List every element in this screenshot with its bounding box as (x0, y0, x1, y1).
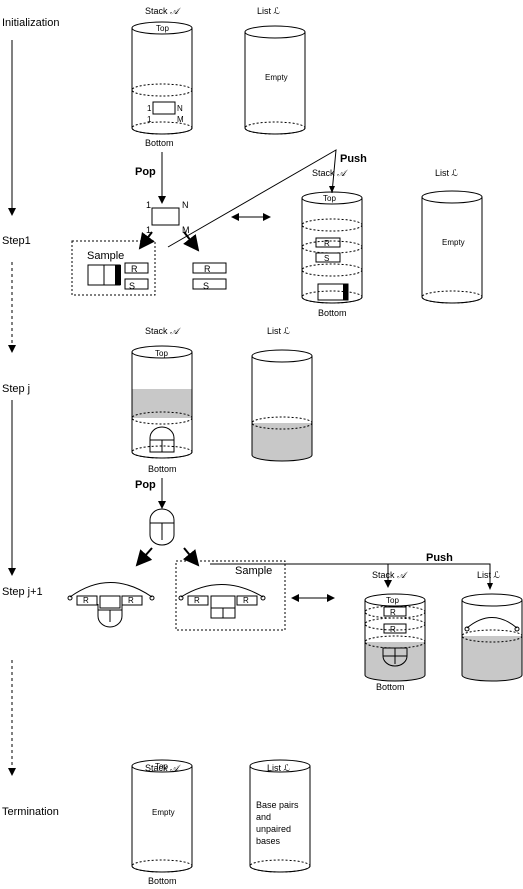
pop-label: Pop (135, 166, 156, 178)
stack-bottom-label: Bottom (145, 138, 174, 148)
stack-header: Stack 𝒜 (312, 168, 348, 178)
list-content-line: and (256, 812, 271, 822)
helix-element (178, 584, 266, 619)
s-label: S (324, 254, 329, 263)
list-empty-label: Empty (442, 238, 465, 247)
stack-cylinder (301, 191, 363, 304)
r-label: R (131, 264, 138, 274)
push-label: Push (340, 153, 367, 165)
r-label: R (390, 625, 396, 634)
stack-top-label: Top (155, 762, 168, 771)
step-label-step-j1: Step j+1 (2, 586, 43, 598)
list-content-line: unpaired (256, 824, 291, 834)
stack-cylinder (364, 593, 426, 682)
stack-top-label: Top (386, 596, 399, 605)
stack-empty-label: Empty (152, 808, 175, 817)
push-label: Push (426, 552, 453, 564)
list-content-line: bases (256, 836, 281, 846)
step-label-step-j: Step j (2, 383, 30, 395)
list-cylinder (421, 190, 483, 304)
stack-header: Stack 𝒜 (145, 326, 181, 336)
step-label-termination: Termination (2, 806, 59, 818)
interval-n-label: N (182, 200, 189, 210)
r-label: R (194, 596, 200, 605)
s-label: S (203, 281, 209, 291)
r-label: R (83, 596, 89, 605)
stack-top-label: Top (323, 194, 336, 203)
pop-label: Pop (135, 479, 156, 491)
list-cylinder (461, 593, 523, 682)
stack-top-label: Top (156, 24, 169, 33)
alt-element (192, 262, 227, 290)
list-cylinder (251, 349, 313, 462)
helix-element (67, 582, 155, 628)
hairpin-element (149, 508, 175, 546)
interval-box (151, 207, 180, 226)
sample-arrow (182, 547, 200, 567)
list-cylinder (244, 25, 306, 135)
stack-cylinder (131, 345, 193, 459)
stack-cylinder (131, 21, 193, 135)
alt-arrow (135, 547, 153, 567)
interval-start-label: 1 (147, 104, 152, 113)
list-header: List ℒ (477, 570, 500, 580)
list-header: List ℒ (267, 326, 290, 336)
stack-bottom-label: Bottom (148, 876, 177, 884)
interval-start-label: 1 (146, 200, 151, 210)
list-header: List ℒ (257, 6, 280, 16)
stack-header: Stack 𝒜 (145, 763, 181, 773)
r-label: R (243, 596, 249, 605)
list-content-line: Base pairs (256, 800, 299, 810)
alt-arrow (183, 231, 200, 252)
list-header: List ℒ (267, 763, 290, 773)
helix-element (87, 262, 149, 290)
stack-header: Stack 𝒜 (372, 570, 408, 580)
list-header: List ℒ (435, 168, 458, 178)
step-label-initialization: Initialization (2, 17, 59, 29)
interval-start-label: 1 (147, 115, 152, 124)
interval-m-label: M (182, 225, 190, 235)
interval-n-label: N (177, 104, 183, 113)
r-label: R (128, 596, 134, 605)
interval-m-label: M (177, 115, 184, 124)
stack-bottom-label: Bottom (376, 682, 405, 692)
list-empty-label: Empty (265, 73, 288, 82)
interval-start-label: 1 (146, 225, 151, 235)
r-label: R (324, 239, 330, 248)
sample-box (71, 240, 156, 296)
r-label: R (204, 264, 211, 274)
list-cylinder (249, 759, 311, 873)
stack-bottom-label: Bottom (148, 464, 177, 474)
stack-top-label: Top (155, 349, 168, 358)
r-label: R (390, 608, 396, 617)
step-label-step1: Step1 (2, 235, 31, 247)
sample-box (175, 560, 286, 631)
stack-header: Stack 𝒜 (145, 6, 181, 16)
stack-bottom-label: Bottom (318, 308, 347, 318)
push-line (210, 563, 491, 585)
stack-cylinder (131, 759, 193, 873)
s-label: S (129, 281, 135, 291)
sample-label: Sample (87, 250, 124, 262)
sample-label: Sample (235, 565, 272, 577)
push-line (167, 149, 337, 248)
sample-arrow (138, 231, 155, 250)
